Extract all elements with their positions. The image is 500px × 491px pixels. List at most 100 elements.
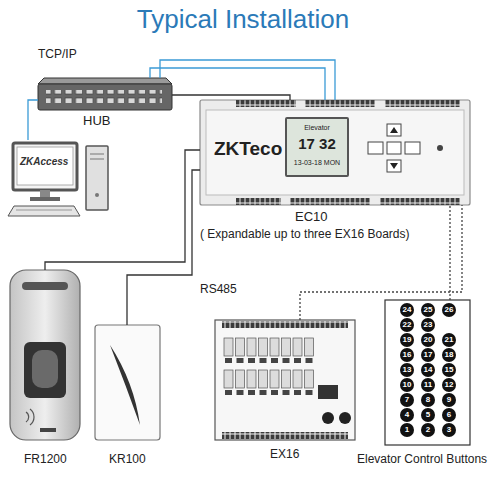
computer-illustration (86, 146, 108, 210)
expansion-board (237, 390, 244, 395)
computer-illustration (30, 197, 60, 201)
callout-number: 7 (400, 393, 414, 407)
elevator-button: 22 (400, 318, 414, 332)
device-label: Elevator (287, 124, 347, 132)
expansion-board (270, 370, 279, 388)
elevator-button: 3 (442, 423, 456, 437)
fingerprint-reader (22, 282, 68, 290)
hub-device (46, 90, 162, 103)
fingerprint-reader (32, 350, 58, 388)
expansion-board (282, 370, 291, 388)
diagram-title: Typical Installation (3, 4, 483, 35)
fingerprint-reader (26, 409, 34, 425)
elevator-button: 9 (442, 393, 456, 407)
computer-illustration (13, 143, 77, 190)
expansion-board (248, 390, 255, 395)
expansion-board (260, 358, 267, 363)
callout-number: 5 (421, 408, 435, 422)
computer: ZKAccess (10, 140, 110, 220)
callout-number: 11 (421, 378, 435, 392)
device-label: EX16 (270, 448, 299, 462)
cable (160, 60, 335, 100)
callout-number: 17 (421, 348, 435, 362)
computer-illustration (90, 159, 104, 160)
controller-housing (405, 142, 420, 154)
cable (45, 150, 200, 270)
elevator-button: 24 (400, 303, 414, 317)
device-label: ZKTeco (214, 138, 282, 160)
controller-housing (236, 100, 296, 107)
expansion-board (283, 390, 290, 395)
elevator-button: 6 (442, 408, 456, 422)
expansion-board (236, 338, 245, 356)
elevator-button: 5 (421, 408, 435, 422)
expansion-board (271, 358, 278, 363)
expansion-board (248, 358, 255, 363)
expansion-board (224, 338, 233, 356)
expansion-board (294, 390, 301, 395)
callout-number: 10 (400, 378, 414, 392)
elevator-button: 26 (442, 303, 456, 317)
expansion-board (215, 320, 355, 440)
computer-illustration (90, 154, 104, 155)
signal-label: RS485 (200, 282, 237, 296)
expansion-board (236, 370, 245, 388)
expansion-board (260, 390, 267, 395)
device-label: KR100 (109, 453, 146, 467)
elevator-button: 17 (421, 348, 435, 362)
cable (150, 68, 325, 100)
controller-housing (380, 198, 460, 205)
device-label: ( Expandable up to three EX16 Boards) (200, 228, 409, 242)
card-reader (110, 345, 140, 425)
expansion-board (293, 370, 302, 388)
elevator-button: 18 (442, 348, 456, 362)
controller-housing (387, 124, 401, 136)
device-label: ZKAccess (20, 156, 68, 168)
computer-illustration (40, 190, 50, 198)
elevator-button: 15 (442, 363, 456, 377)
hub-device (38, 78, 172, 110)
expansion-board (294, 358, 301, 363)
expansion-board (322, 412, 334, 424)
elevator-button: 12 (442, 378, 456, 392)
callout-number: 16 (400, 348, 414, 362)
computer-illustration (95, 193, 99, 197)
elevator-button: 16 (400, 348, 414, 362)
hub-device (38, 84, 172, 110)
controller-housing (206, 110, 464, 195)
card-reader (95, 325, 160, 440)
expansion-board (222, 432, 348, 439)
device-label: HUB (83, 114, 110, 129)
expansion-board (222, 321, 348, 328)
hub-device (38, 78, 172, 84)
expansion-board (293, 338, 302, 356)
elevator-button: 20 (421, 333, 435, 347)
callout-number: 3 (442, 423, 456, 437)
controller-housing (387, 142, 401, 154)
elevator-button: 8 (421, 393, 435, 407)
callout-number: 12 (442, 378, 456, 392)
expansion-board (247, 370, 256, 388)
controller-housing (437, 145, 443, 151)
elevator-button: 23 (421, 318, 435, 332)
expansion-board: EX16 (215, 320, 355, 440)
expansion-board (305, 338, 314, 356)
cable (28, 100, 38, 140)
button-panel: Elevator Control Buttons2425262223192021… (385, 300, 470, 445)
signal-label: TCP/IP (38, 47, 77, 61)
callout-number: 2 (421, 423, 435, 437)
computer-illustration (8, 143, 108, 216)
expansion-board (306, 358, 313, 363)
network-hub: HUB (38, 78, 172, 110)
elevator-button: 7 (400, 393, 414, 407)
callout-number: 6 (442, 408, 456, 422)
controller-housing (305, 100, 375, 107)
elevator-button: 21 (442, 333, 456, 347)
callout-number: 19 (400, 333, 414, 347)
expansion-board (225, 358, 232, 363)
cable (172, 95, 290, 100)
expansion-board (225, 390, 232, 395)
controller-housing (390, 163, 398, 169)
